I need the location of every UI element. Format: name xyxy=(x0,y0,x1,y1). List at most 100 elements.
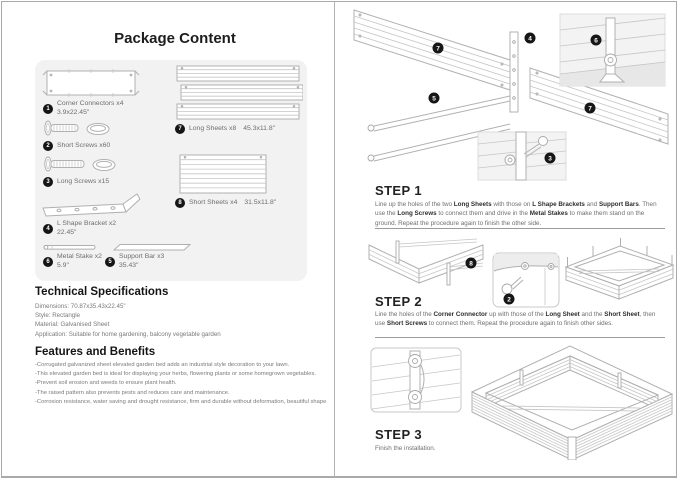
feature-bullet: -This elevated garden bed is ideal for d… xyxy=(35,371,316,378)
svg-text:4: 4 xyxy=(528,35,532,42)
item-number-badge: 7 xyxy=(175,124,185,134)
feature-bullet: -The raised pattern also prevents pests … xyxy=(35,389,230,396)
callout-badge: 8 xyxy=(465,257,477,269)
item-label: Long Screws x15 xyxy=(57,177,110,185)
callout-badge: 4 xyxy=(524,32,536,44)
metal-stake-inset xyxy=(559,13,666,87)
step2-description: Line the holes of the Corner Connector u… xyxy=(375,310,657,329)
item-dimensions: 31.5x11.8" xyxy=(244,198,277,206)
desc-segment: Long Sheets xyxy=(453,201,492,208)
step1-title: STEP 1 xyxy=(375,183,422,198)
item-dimensions: 35.43" xyxy=(119,261,139,269)
item-label: L Shape Bracket x2 xyxy=(57,220,117,227)
callout-badge: 2 xyxy=(503,293,515,305)
package-item-corner-connectors: 1 Corner Connectors x4 3.9x22.45" xyxy=(43,100,124,117)
item-number-badge: 4 xyxy=(43,223,53,234)
svg-text:7: 7 xyxy=(588,105,592,112)
callout-badge: 7 xyxy=(432,42,444,54)
item-number-badge: 6 xyxy=(43,256,53,267)
long-sheets-drawing xyxy=(176,65,303,120)
item-label: Support Bar x3 xyxy=(119,253,165,260)
desc-segment: and xyxy=(584,201,599,208)
long-screw-drawing xyxy=(44,156,116,172)
package-content-box: 1 Corner Connectors x4 3.9x22.45" 2 Shor… xyxy=(35,60,307,281)
desc-segment: and the xyxy=(579,311,605,318)
step1-description: Line up the holes of the two Long Sheets… xyxy=(375,200,657,228)
package-item-metal-stake: 6 Metal Stake x2 5.9" xyxy=(43,253,102,270)
desc-segment: L Shape Brackets xyxy=(532,201,585,208)
item-number-badge: 3 xyxy=(43,177,53,187)
desc-segment: Corner Connector xyxy=(433,311,488,318)
item-label: Corner Connectors x4 xyxy=(57,100,124,107)
svg-text:3: 3 xyxy=(548,155,552,162)
svg-text:6: 6 xyxy=(594,37,598,44)
package-item-long-sheets: 7 Long Sheets x8 45.3x11.8" xyxy=(175,124,275,134)
support-bar-drawing xyxy=(112,244,192,251)
desc-segment: with those on xyxy=(491,201,533,208)
svg-text:2: 2 xyxy=(507,296,511,303)
short-sheets-drawing xyxy=(179,154,267,194)
feature-bullet: -Prevent soil erosion and weeds to ensur… xyxy=(35,380,177,387)
step3-title: STEP 3 xyxy=(375,427,422,442)
feature-bullet: -Corrugated galvanized sheet elevated ga… xyxy=(35,362,290,368)
desc-segment: to connect them. Repeat the procedure ag… xyxy=(427,320,614,328)
step3-finished-bed-drawing xyxy=(470,345,674,460)
short-screw-drawing xyxy=(44,120,110,136)
step3-description: Finish the installation. xyxy=(375,444,657,453)
svg-text:5: 5 xyxy=(432,95,436,102)
desc-segment: , then use xyxy=(375,311,656,328)
package-item-short-screws: 2 Short Screws x60 xyxy=(43,141,110,151)
desc-segment: Short Sheet xyxy=(604,311,640,318)
section-divider xyxy=(375,337,665,338)
step2-title: STEP 2 xyxy=(375,294,422,309)
technical-specifications-title: Technical Specifications xyxy=(35,286,169,298)
item-number-badge: 2 xyxy=(43,141,53,151)
step1-assembly-diagram: 7 4 6 5 7 3 xyxy=(353,9,669,181)
callout-badge: 5 xyxy=(428,92,440,104)
item-label: Short Sheets x4 xyxy=(189,198,238,206)
desc-segment: Short Screws xyxy=(386,320,428,328)
metal-stake-drawing xyxy=(43,244,96,250)
item-label: Long Sheets x8 xyxy=(189,124,237,132)
desc-segment: . Then use the xyxy=(375,201,657,218)
section-divider xyxy=(375,228,665,229)
package-item-short-sheets: 8 Short Sheets x4 31.5x11.8" xyxy=(175,198,276,208)
item-label: Metal Stake x2 xyxy=(57,253,102,260)
package-item-long-screws: 3 Long Screws x15 xyxy=(43,177,109,187)
technical-specifications-list: Dimensions: 70.87x35.43x22.45" Style: Re… xyxy=(35,302,334,339)
features-and-benefits-title: Features and Benefits xyxy=(35,346,156,358)
desc-segment: up with those of the xyxy=(487,311,546,318)
desc-segment: Long Sheet xyxy=(545,311,580,318)
l-shape-bracket-drawing xyxy=(42,193,141,217)
desc-segment: Line up the holes of the two xyxy=(375,201,454,208)
panel-divider xyxy=(334,2,335,477)
item-label: Short Screws x60 xyxy=(57,141,111,149)
item-dimensions: 3.9x22.45" xyxy=(57,108,90,116)
feature-bullet: -Corrosion resistance, water saving and … xyxy=(35,398,327,405)
item-number-badge: 8 xyxy=(175,198,185,208)
item-number-badge: 1 xyxy=(43,103,53,114)
corner-connector-drawing xyxy=(42,69,140,97)
package-item-l-shape-bracket: 4 L Shape Bracket x2 22.45" xyxy=(43,220,116,237)
item-dimensions: 45.3x11.8" xyxy=(243,124,276,132)
desc-segment: Finish the installation. xyxy=(375,445,436,452)
callout-badge: 6 xyxy=(590,34,602,46)
features-and-benefits-list: -Corrugated galvanized sheet elevated ga… xyxy=(35,361,334,407)
step2-assembly-diagram: 8 2 xyxy=(368,238,675,308)
step3-bracket-inset xyxy=(370,347,462,413)
package-item-support-bar: 5 Support Bar x3 35.43" xyxy=(105,253,164,270)
spec-line: Material: Galvanised Sheet xyxy=(35,321,110,329)
item-dimensions: 5.9" xyxy=(57,261,69,269)
desc-segment: Long Screws xyxy=(397,210,437,218)
right-panel: 7 4 6 5 7 3 STEP 1 Line up the holes of … xyxy=(334,0,679,482)
desc-segment: Line the holes of the xyxy=(375,311,434,318)
item-number-badge: 5 xyxy=(105,256,115,267)
svg-text:8: 8 xyxy=(469,260,473,267)
spec-line: Dimensions: 70.87x35.43x22.45" xyxy=(35,303,126,310)
spec-line: Application: Suitable for home gardening… xyxy=(35,330,221,338)
desc-segment: Metal Stakes xyxy=(529,210,568,218)
item-dimensions: 22.45" xyxy=(57,228,77,236)
desc-segment: to make them stand on the ground. Repeat… xyxy=(375,210,645,227)
desc-segment: Support Bars xyxy=(598,201,639,208)
